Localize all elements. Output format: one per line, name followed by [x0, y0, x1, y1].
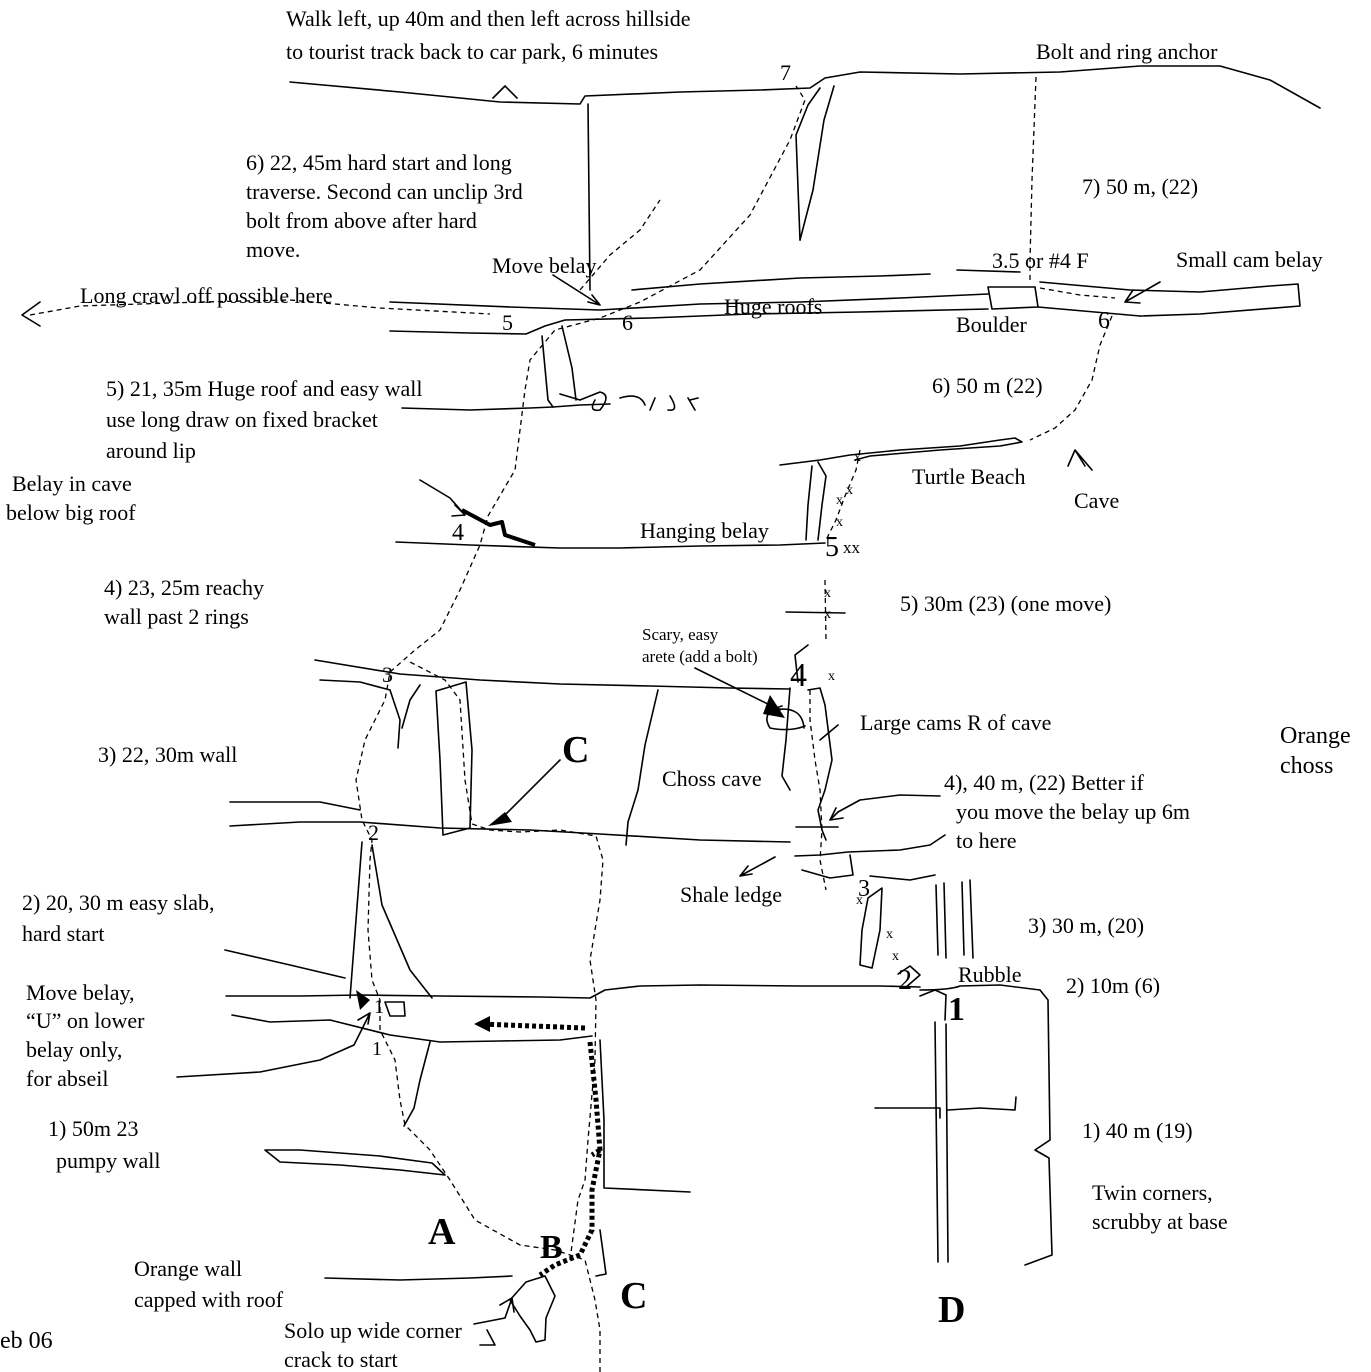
belay-7-left: 7 [780, 60, 791, 85]
pitch-6-right-description: 6) 50 m (22) [932, 373, 1043, 398]
turtle-beach-label: Turtle Beach [912, 464, 1025, 489]
small-cam-belay-label: Small cam belay [1176, 247, 1323, 272]
cave-label: Cave [1074, 488, 1119, 513]
twin-corners-label: Twin corners, scrubby at base [1092, 1180, 1228, 1234]
solo-start-label: Solo up wide corner crack to start [284, 1318, 467, 1372]
route-letter-a: A [428, 1211, 456, 1253]
descent-note: Walk left, up 40m and then left across h… [286, 6, 696, 64]
rubble-label: Rubble [958, 962, 1022, 987]
belay-5-left: 5 [502, 310, 513, 335]
pitch-1-left-description: 1) 50m 23 pumpy wall [48, 1116, 161, 1173]
anchor-label: Bolt and ring anchor [1036, 39, 1218, 64]
scary-arete-label: Scary, easy arete (add a bolt) [642, 625, 758, 666]
hanging-belay-label: Hanging belay [640, 518, 769, 543]
belay-4-left: 4 [452, 520, 464, 546]
pitch-2-left-description: 2) 20, 30 m easy slab, hard start [22, 890, 220, 946]
belay-1-left-lower: 1 [372, 1038, 382, 1060]
pitch-5-left-description: 5) 21, 35m Huge roof and easy wall use l… [106, 376, 428, 463]
descent-note-line: to tourist track back to car park, 6 min… [286, 39, 658, 64]
belay-in-cave-label: Belay in cave below big roof [6, 471, 137, 525]
orange-choss-label: Orange choss [1280, 723, 1357, 779]
bolt-mark: x [836, 515, 843, 530]
bolt-mark: x [854, 450, 861, 465]
belay-6-right: 6 [1098, 308, 1110, 334]
move-belay-label: Move belay [492, 253, 596, 278]
belay-3-right: 3 [858, 876, 870, 902]
huge-roofs-label: Huge roofs [724, 294, 822, 319]
date-label: eb 06 [0, 1328, 53, 1354]
shale-ledge-label: Shale ledge [680, 882, 782, 907]
pitch-3-right-description: 3) 30 m, (20) [1028, 913, 1144, 938]
labels: Walk left, up 40m and then left across h… [0, 6, 1357, 1372]
pitch-6-left-description: 6) 22, 45m hard start and long traverse.… [246, 150, 528, 262]
double-bolt-mark: xx [843, 538, 861, 557]
bolt-mark: x [824, 586, 831, 601]
route-letter-c-upper: C [562, 729, 589, 771]
boulder-label: Boulder [956, 312, 1028, 337]
route-letter-d: D [938, 1289, 965, 1331]
route-letter-b: B [540, 1229, 563, 1266]
belay-6-left: 6 [622, 310, 633, 335]
pitch-4-left-description: 4) 23, 25m reachy wall past 2 rings [104, 575, 270, 629]
orange-wall-label: Orange wall capped with roof [134, 1256, 284, 1312]
pitch-2-right-description: 2) 10m (6) [1066, 973, 1160, 998]
pitch-5-right-description: 5) 30m (23) (one move) [900, 591, 1111, 616]
bolt-mark: x [836, 493, 843, 508]
pitch-1-right-description: 1) 40 m (19) [1082, 1118, 1193, 1143]
choss-cave-label: Choss cave [662, 766, 762, 791]
move-belay-abseil-note: Move belay, “U” on lower belay only, for… [26, 980, 150, 1091]
crawl-off-label: Long crawl off possible here [80, 283, 333, 308]
cam-size-label: 3.5 or #4 F [992, 248, 1089, 273]
belay-4-right: 4 [790, 657, 807, 694]
bolt-mark: x [824, 607, 831, 622]
route-letter-c: C [620, 1275, 647, 1317]
pitch-4-right-description: 4), 40 m, (22) Better if you move the be… [944, 770, 1196, 853]
belay-2-right: 2 [898, 965, 912, 996]
pitch-3-left-description: 3) 22, 30m wall [98, 742, 237, 767]
belay-1-left-upper: 1 [374, 996, 384, 1018]
descent-note-line: Walk left, up 40m and then left across h… [286, 6, 691, 31]
belay-2-left: 2 [368, 820, 379, 845]
belay-5-right: 5 [825, 532, 839, 563]
bolt-mark: x [886, 927, 893, 942]
bolt-mark: x [828, 669, 835, 684]
belay-3-left: 3 [382, 662, 393, 687]
belay-1-right: 1 [948, 991, 965, 1028]
bolt-mark: x [892, 949, 899, 964]
pitch-7-right-description: 7) 50 m, (22) [1082, 174, 1198, 199]
bolt-mark: x [846, 483, 853, 498]
large-cams-label: Large cams R of cave [860, 710, 1051, 735]
